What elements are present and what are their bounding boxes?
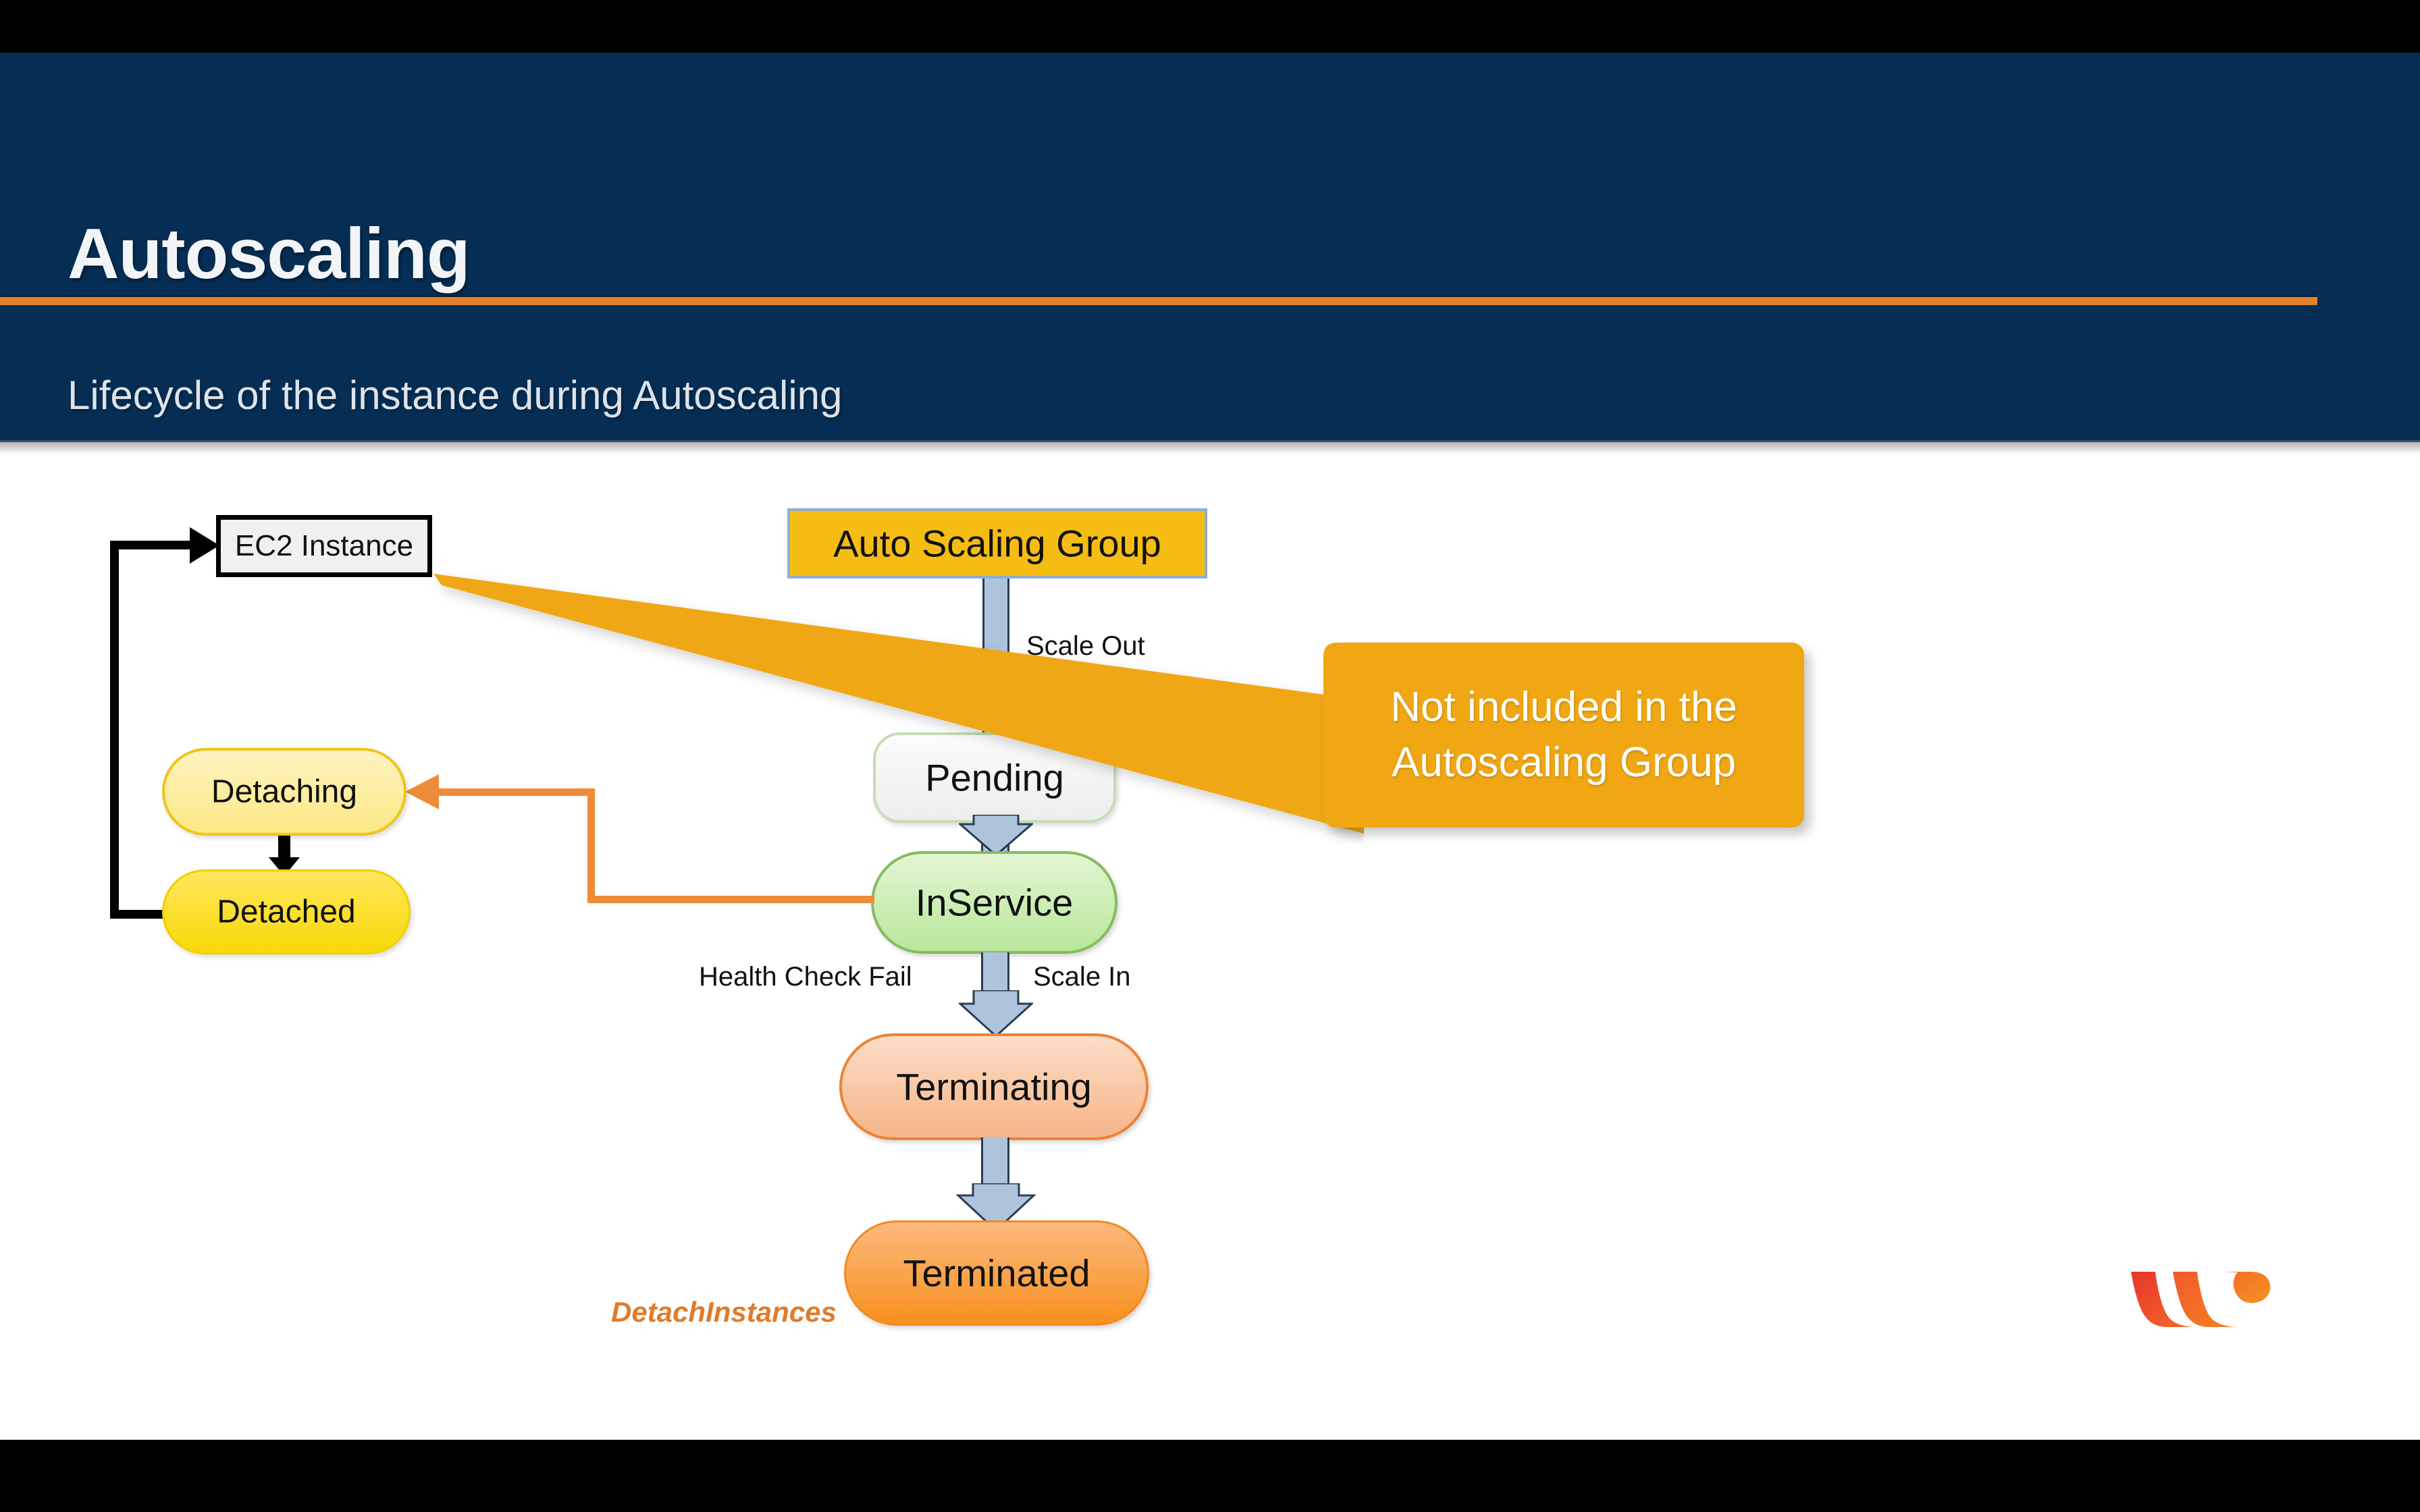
callout-text: Not included in the Autoscaling Group: [1390, 683, 1737, 786]
arrow-pending-to-inservice-head: [959, 815, 1033, 857]
page-subtitle: Lifecycle of the instance during Autosca…: [68, 373, 843, 418]
diagram-canvas: EC2 Instance Auto Scaling Group Scale Ou…: [0, 440, 2420, 1442]
node-label: Terminated: [903, 1251, 1090, 1295]
node-label: InService: [915, 881, 1074, 924]
edge-label-detach-instances: DetachInstances: [611, 1296, 837, 1328]
header-accent-rule: [0, 297, 2317, 305]
node-label: Auto Scaling Group: [833, 522, 1161, 565]
arrow-terminating-to-terminated-head: [956, 1183, 1036, 1232]
return-path-vertical: [110, 541, 119, 919]
edge-label-scale-in: Scale In: [1033, 962, 1131, 992]
detach-path-horizontal-top: [438, 788, 591, 796]
node-label: Pending: [925, 756, 1064, 799]
detach-path-horizontal-bottom: [587, 896, 874, 903]
node-detaching[interactable]: Detaching: [162, 748, 406, 836]
node-terminating[interactable]: Terminating: [839, 1033, 1149, 1140]
callout-not-included: Not included in the Autoscaling Group: [1323, 643, 1804, 828]
letterbox-bottom: [0, 1440, 2420, 1512]
arrow-asg-to-pending: [982, 578, 1009, 735]
edge-label-health-check-fail: Health Check Fail: [699, 962, 912, 992]
node-terminated[interactable]: Terminated: [844, 1220, 1149, 1326]
arrow-inservice-to-terminating-shaft: [981, 952, 1009, 997]
node-auto-scaling-group[interactable]: Auto Scaling Group: [787, 508, 1207, 578]
node-label: Detaching: [211, 774, 358, 810]
node-inservice[interactable]: InService: [871, 851, 1117, 954]
node-label: Detached: [217, 894, 356, 930]
node-label: EC2 Instance: [234, 529, 414, 562]
return-path-top: [110, 541, 195, 549]
page-title: Autoscaling: [68, 214, 471, 294]
arrow-detaching-to-detached-shaft: [278, 836, 290, 860]
arrow-terminating-to-terminated-shaft: [981, 1137, 1009, 1191]
node-detached[interactable]: Detached: [162, 869, 411, 954]
slide-header: Autoscaling Lifecycle of the instance du…: [0, 53, 2420, 440]
node-ec2-instance[interactable]: EC2 Instance: [216, 515, 432, 577]
return-path-arrowhead: [190, 527, 219, 564]
w-brand-logo: [2131, 1272, 2271, 1327]
node-pending[interactable]: Pending: [873, 732, 1116, 823]
edge-label-scale-out: Scale Out: [1026, 631, 1145, 661]
node-label: Terminating: [896, 1065, 1092, 1108]
detach-path-vertical: [587, 788, 595, 900]
detach-path-arrowhead: [405, 774, 439, 809]
arrow-inservice-to-terminating-head: [959, 990, 1033, 1037]
letterbox-top: [0, 0, 2420, 53]
